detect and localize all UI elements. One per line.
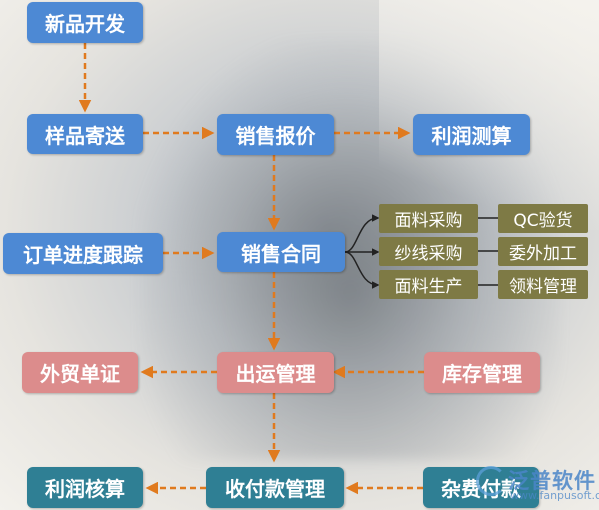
node-shipping-mgmt: 出运管理 (217, 352, 334, 393)
node-sales-contract: 销售合同 (217, 232, 345, 272)
node-sample-send: 样品寄送 (27, 114, 143, 154)
watermark-name: 泛普软件 (508, 469, 596, 493)
node-new-product: 新品开发 (27, 2, 143, 43)
branch-to-fabric-production (344, 251, 380, 289)
watermark-url: www.fanpusoft.com (510, 489, 599, 502)
node-material-mgmt: 领料管理 (498, 270, 588, 299)
node-profit-calc: 利润测算 (413, 114, 530, 155)
node-outsource: 委外加工 (498, 237, 588, 266)
node-trade-docs: 外贸单证 (22, 352, 138, 393)
watermark-logo: 泛普软件 www.fanpusoft.com (476, 463, 599, 507)
node-fabric-purchase: 面料采购 (379, 204, 478, 233)
node-yarn-purchase: 纱线采购 (379, 237, 478, 266)
node-qc-inspect: QC验货 (498, 204, 588, 233)
node-sales-quote: 销售报价 (217, 114, 334, 155)
node-order-track: 订单进度跟踪 (3, 233, 163, 274)
branch-to-fabric-purchase (344, 214, 380, 253)
node-payment-mgmt: 收付款管理 (206, 467, 344, 508)
logo-swirl-icon (476, 466, 506, 496)
node-inventory-mgmt: 库存管理 (424, 352, 540, 393)
node-profit-accounting: 利润核算 (27, 467, 143, 508)
node-fabric-production: 面料生产 (379, 270, 478, 299)
